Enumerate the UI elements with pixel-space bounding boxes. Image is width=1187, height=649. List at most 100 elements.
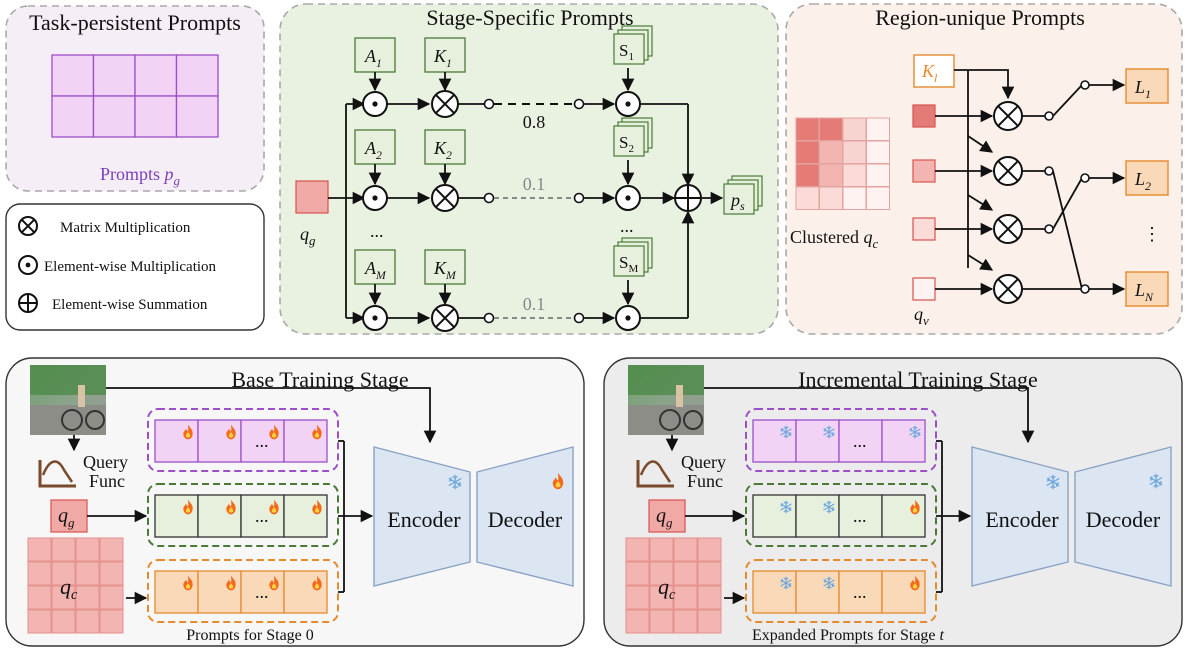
prompt-cell bbox=[752, 419, 797, 463]
cluster-cell bbox=[842, 163, 867, 187]
qc-cell bbox=[697, 537, 722, 562]
cluster-cell bbox=[819, 163, 843, 187]
svg-text:L1: L1 bbox=[1134, 77, 1151, 101]
prompt-cell bbox=[92, 95, 136, 138]
encoder-trapezoid bbox=[373, 446, 471, 587]
stage-specific-title: Stage-Specific Prompts bbox=[426, 5, 633, 30]
prompt-cell bbox=[154, 419, 199, 463]
prompt-cell bbox=[283, 570, 328, 614]
query-square-3 bbox=[912, 217, 936, 241]
cluster-cell bbox=[819, 117, 843, 141]
a-label: A1 bbox=[364, 46, 382, 70]
qc-cell bbox=[75, 609, 100, 634]
otimes-icon bbox=[993, 214, 1023, 244]
s-label: SM bbox=[619, 253, 638, 275]
cluster-cell bbox=[842, 140, 867, 164]
qc-cell bbox=[99, 585, 124, 610]
otimes-icon bbox=[431, 304, 459, 332]
cluster-cell bbox=[819, 140, 843, 164]
prompt-cell bbox=[240, 570, 285, 614]
prompt-ellipsis: ... bbox=[255, 431, 269, 451]
legend-elementwise-sum-label: Element-wise Summation bbox=[52, 297, 208, 313]
qc-cell bbox=[27, 585, 52, 610]
qc-cell bbox=[625, 561, 650, 586]
prompt-ellipsis: ... bbox=[853, 582, 867, 602]
prompt-ellipsis: ... bbox=[255, 582, 269, 602]
query-square-2 bbox=[912, 159, 936, 183]
task-persistent-title: Task-persistent Prompts bbox=[29, 10, 241, 35]
node-dot bbox=[573, 192, 585, 204]
qc-cell bbox=[697, 609, 722, 634]
svg-text:L2: L2 bbox=[1134, 169, 1151, 193]
prompt-ellipsis: ... bbox=[853, 431, 867, 451]
qc-cell bbox=[673, 561, 698, 586]
encoder-label: Encoder bbox=[985, 507, 1059, 532]
decoder-label: Decoder bbox=[1086, 507, 1161, 532]
qc-cell bbox=[99, 561, 124, 586]
encoder-label: Encoder bbox=[387, 507, 461, 532]
qc-label: qc bbox=[60, 574, 78, 603]
qc-cell bbox=[649, 537, 674, 562]
k-label: K1 bbox=[433, 46, 452, 70]
s-stack-layer bbox=[613, 33, 645, 65]
qc-cell bbox=[625, 609, 650, 634]
qc-cell bbox=[51, 561, 76, 586]
cluster-cell bbox=[795, 163, 820, 187]
otimes-icon bbox=[993, 101, 1023, 131]
region-unique-panel: Region-unique Prompts Kl Clustered qc qv bbox=[785, 3, 1183, 335]
prompt-cell bbox=[154, 494, 199, 538]
qc-cell bbox=[51, 609, 76, 634]
s-label: S2 bbox=[619, 133, 634, 155]
ellipsis-a: ... bbox=[370, 221, 384, 241]
cluster-cell bbox=[866, 117, 890, 141]
decoder-label: Decoder bbox=[488, 507, 563, 532]
prompt-cell bbox=[51, 54, 95, 97]
odot-icon bbox=[362, 185, 388, 211]
s-stack-layer bbox=[613, 245, 645, 277]
ps-output-stack: ps bbox=[723, 175, 763, 215]
otimes-icon bbox=[993, 274, 1023, 304]
query-func-label: Query bbox=[681, 452, 726, 472]
input-image bbox=[628, 365, 704, 435]
base-training-panel: Base Training StageQueryFuncqgqc........… bbox=[5, 357, 585, 647]
vertical-ellipsis: ⋮ bbox=[1143, 224, 1161, 244]
qc-cell bbox=[51, 585, 76, 610]
qc-cell bbox=[99, 537, 124, 562]
qc-cell bbox=[51, 537, 76, 562]
prompt-cell bbox=[154, 570, 199, 614]
s-stack-layer bbox=[613, 125, 645, 157]
query-func-label: Query bbox=[83, 452, 128, 472]
stage-caption: Expanded Prompts for Stage t bbox=[752, 627, 945, 644]
l1-output-box: L1 bbox=[1125, 68, 1169, 104]
qc-cell bbox=[27, 609, 52, 634]
weight-label: 0.1 bbox=[523, 174, 546, 194]
prompt-cell bbox=[752, 570, 797, 614]
otimes-icon bbox=[431, 90, 459, 118]
prompts-pg-label: Prompts pg bbox=[100, 164, 181, 188]
qc-cell bbox=[625, 585, 650, 610]
k-box bbox=[424, 129, 466, 165]
qv-label: qv bbox=[914, 304, 929, 328]
query-curve-icon bbox=[636, 460, 674, 488]
image-to-encoder-line bbox=[106, 387, 437, 444]
prompt-cell bbox=[795, 419, 840, 463]
prompt-cell bbox=[134, 95, 178, 138]
otimes-icon bbox=[993, 156, 1023, 186]
prompt-ellipsis: ... bbox=[853, 506, 867, 526]
encoder-trapezoid bbox=[971, 446, 1069, 587]
weight-label: 0.8 bbox=[523, 112, 546, 132]
qc-cell bbox=[75, 537, 100, 562]
cluster-cell bbox=[819, 186, 843, 210]
cluster-cell bbox=[842, 186, 867, 210]
node-dot bbox=[483, 98, 495, 110]
prompt-cell bbox=[175, 95, 219, 138]
prompt-cell bbox=[881, 570, 926, 614]
qc-cell bbox=[697, 585, 722, 610]
incremental-training-panel: Incremental Training StageQueryFuncqgqc.… bbox=[603, 357, 1183, 647]
qc-cell bbox=[625, 537, 650, 562]
qg-label: qg bbox=[300, 224, 316, 248]
qg-square bbox=[648, 499, 686, 533]
qc-cell bbox=[27, 561, 52, 586]
